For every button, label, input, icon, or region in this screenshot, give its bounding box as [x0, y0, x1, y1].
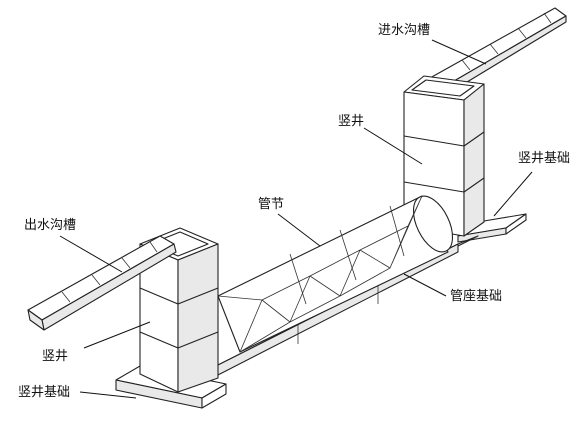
outlet-trench	[27, 235, 177, 331]
label-pipe-base: 管座基础	[450, 289, 503, 304]
label-shaft-base-left: 竖井基础	[18, 385, 71, 400]
label-shaft-base-right: 竖井基础	[518, 151, 571, 166]
leader-shaft-right	[363, 127, 423, 165]
leader-pipe-base	[403, 273, 447, 297]
label-shaft-right: 竖井	[338, 114, 365, 129]
leader-shaft-base-left	[79, 391, 137, 399]
label-pipe-section: 管节	[258, 197, 285, 212]
label-outlet-trench: 出水沟槽	[24, 218, 77, 233]
vertical-shaft-left	[139, 227, 219, 393]
pipe-sections	[217, 195, 454, 353]
label-shaft-left: 竖井	[42, 349, 69, 364]
leader-shaft-base-right	[493, 171, 533, 217]
shaft-foundation-right	[457, 213, 527, 243]
leader-shaft-left	[83, 321, 151, 349]
leader-outlet-trench	[59, 235, 123, 273]
leader-inlet-trench	[431, 39, 487, 65]
leader-pipe-section	[277, 213, 321, 247]
label-inlet-trench: 进水沟槽	[378, 23, 431, 38]
